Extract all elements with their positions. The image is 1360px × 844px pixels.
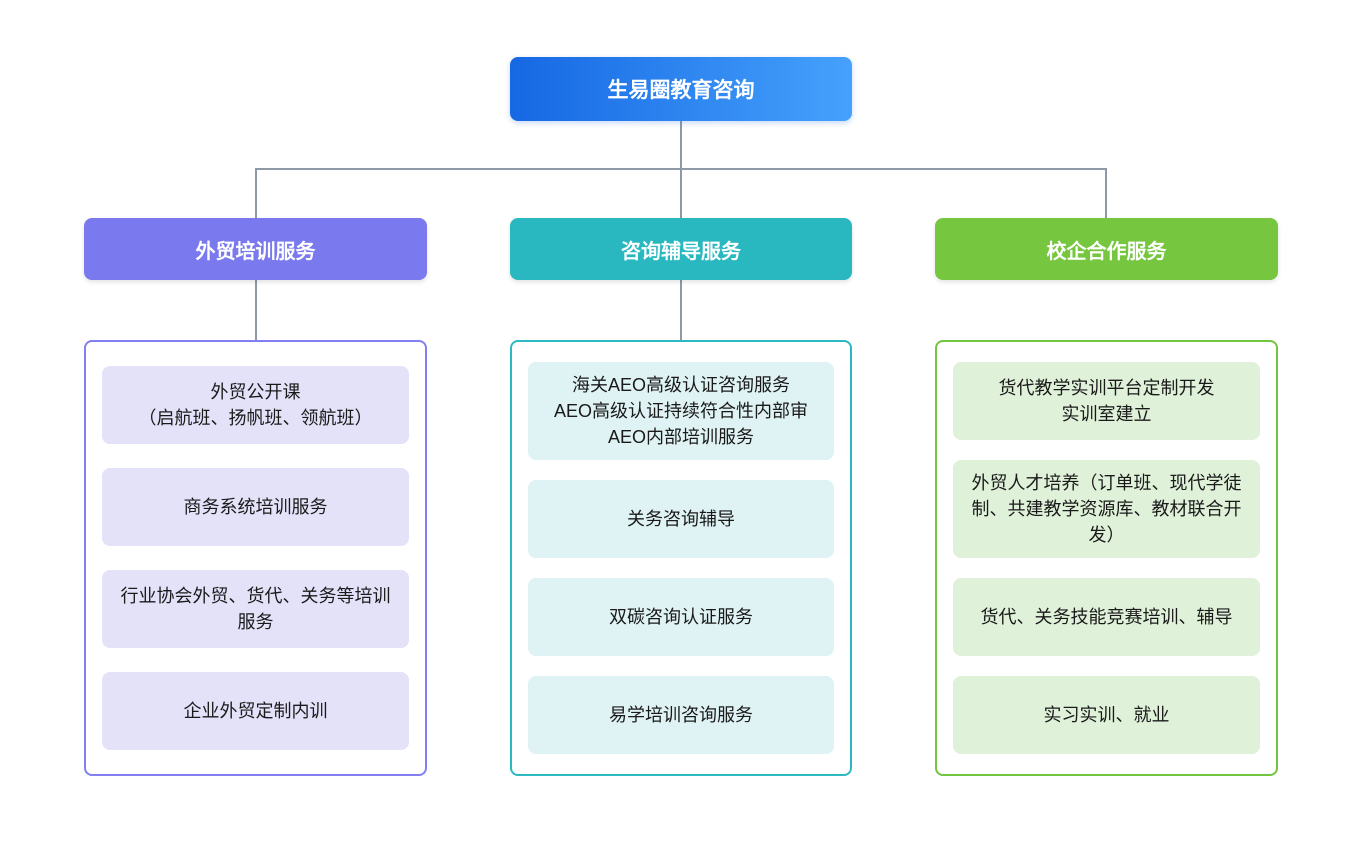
service-item-talent-cultivation: 外贸人才培养（订单班、现代学徒制、共建教学资源库、教材联合开发） [953,459,1260,559]
branch-container-trade-training: 外贸公开课 （启航班、扬帆班、领航班） 商务系统培训服务 行业协会外贸、货代、关… [84,340,427,776]
service-item-training-platform: 货代教学实训平台定制开发 实训室建立 [953,361,1260,440]
connector-drop-branch1 [255,168,257,218]
service-item-label: 实习实训、就业 [1043,704,1170,725]
service-item-label: 行业协会外贸、货代、关务等培训服务 [120,585,391,632]
service-item-aeo-certification: 海关AEO高级认证咨询服务 AEO高级认证持续符合性内部审 AEO内部培训服务 [528,361,834,461]
service-item-association-training: 行业协会外贸、货代、关务等培训服务 [102,570,409,648]
branch-header-label: 校企合作服务 [1046,240,1167,263]
branch-header-consulting: 咨询辅导服务 [510,218,852,280]
branch-header-trade-training: 外贸培训服务 [84,218,427,280]
service-item-dual-carbon: 双碳咨询认证服务 [528,578,834,657]
branch-container-consulting: 海关AEO高级认证咨询服务 AEO高级认证持续符合性内部审 AEO内部培训服务 … [510,340,852,776]
service-item-label: 双碳咨询认证服务 [609,607,753,628]
connector-branch2-to-list [680,280,682,340]
service-item-enterprise-custom-training: 企业外贸定制内训 [102,672,409,750]
service-item-business-system-training: 商务系统培训服务 [102,468,409,546]
branch-container-school-enterprise: 货代教学实训平台定制开发 实训室建立 外贸人才培养（订单班、现代学徒制、共建教学… [935,340,1278,776]
service-item-skills-competition: 货代、关务技能竞赛培训、辅导 [953,578,1260,657]
service-item-public-course: 外贸公开课 （启航班、扬帆班、领航班） [102,366,409,444]
service-item-label: 外贸人才培养（订单班、现代学徒制、共建教学资源库、教材联合开发） [971,472,1242,546]
service-item-yixue-training: 易学培训咨询服务 [528,676,834,755]
branch-header-school-enterprise: 校企合作服务 [935,218,1278,280]
root-node-label: 生易圈教育咨询 [607,79,755,102]
connector-drop-branch2 [680,168,682,218]
service-item-label: 海关AEO高级认证咨询服务 AEO高级认证持续符合性内部审 AEO内部培训服务 [553,374,808,448]
branch-header-label: 外贸培训服务 [195,240,316,263]
service-item-label: 商务系统培训服务 [183,496,328,517]
service-item-label: 货代、关务技能竞赛培训、辅导 [980,607,1233,628]
connector-branch1-to-list [255,280,257,340]
service-item-customs-consulting: 关务咨询辅导 [528,480,834,559]
service-item-label: 货代教学实训平台定制开发 实训室建立 [998,377,1215,424]
root-node: 生易圈教育咨询 [510,57,852,121]
service-item-internship-employment: 实习实训、就业 [953,676,1260,755]
service-item-label: 关务咨询辅导 [627,509,735,530]
service-item-label: 易学培训咨询服务 [609,704,753,725]
branch-header-label: 咨询辅导服务 [621,240,741,263]
connector-drop-branch3 [1105,168,1107,218]
connector-root-stem [680,121,682,168]
service-item-label: 企业外贸定制内训 [183,700,328,721]
service-item-label: 外贸公开课 （启航班、扬帆班、领航班） [138,381,373,428]
